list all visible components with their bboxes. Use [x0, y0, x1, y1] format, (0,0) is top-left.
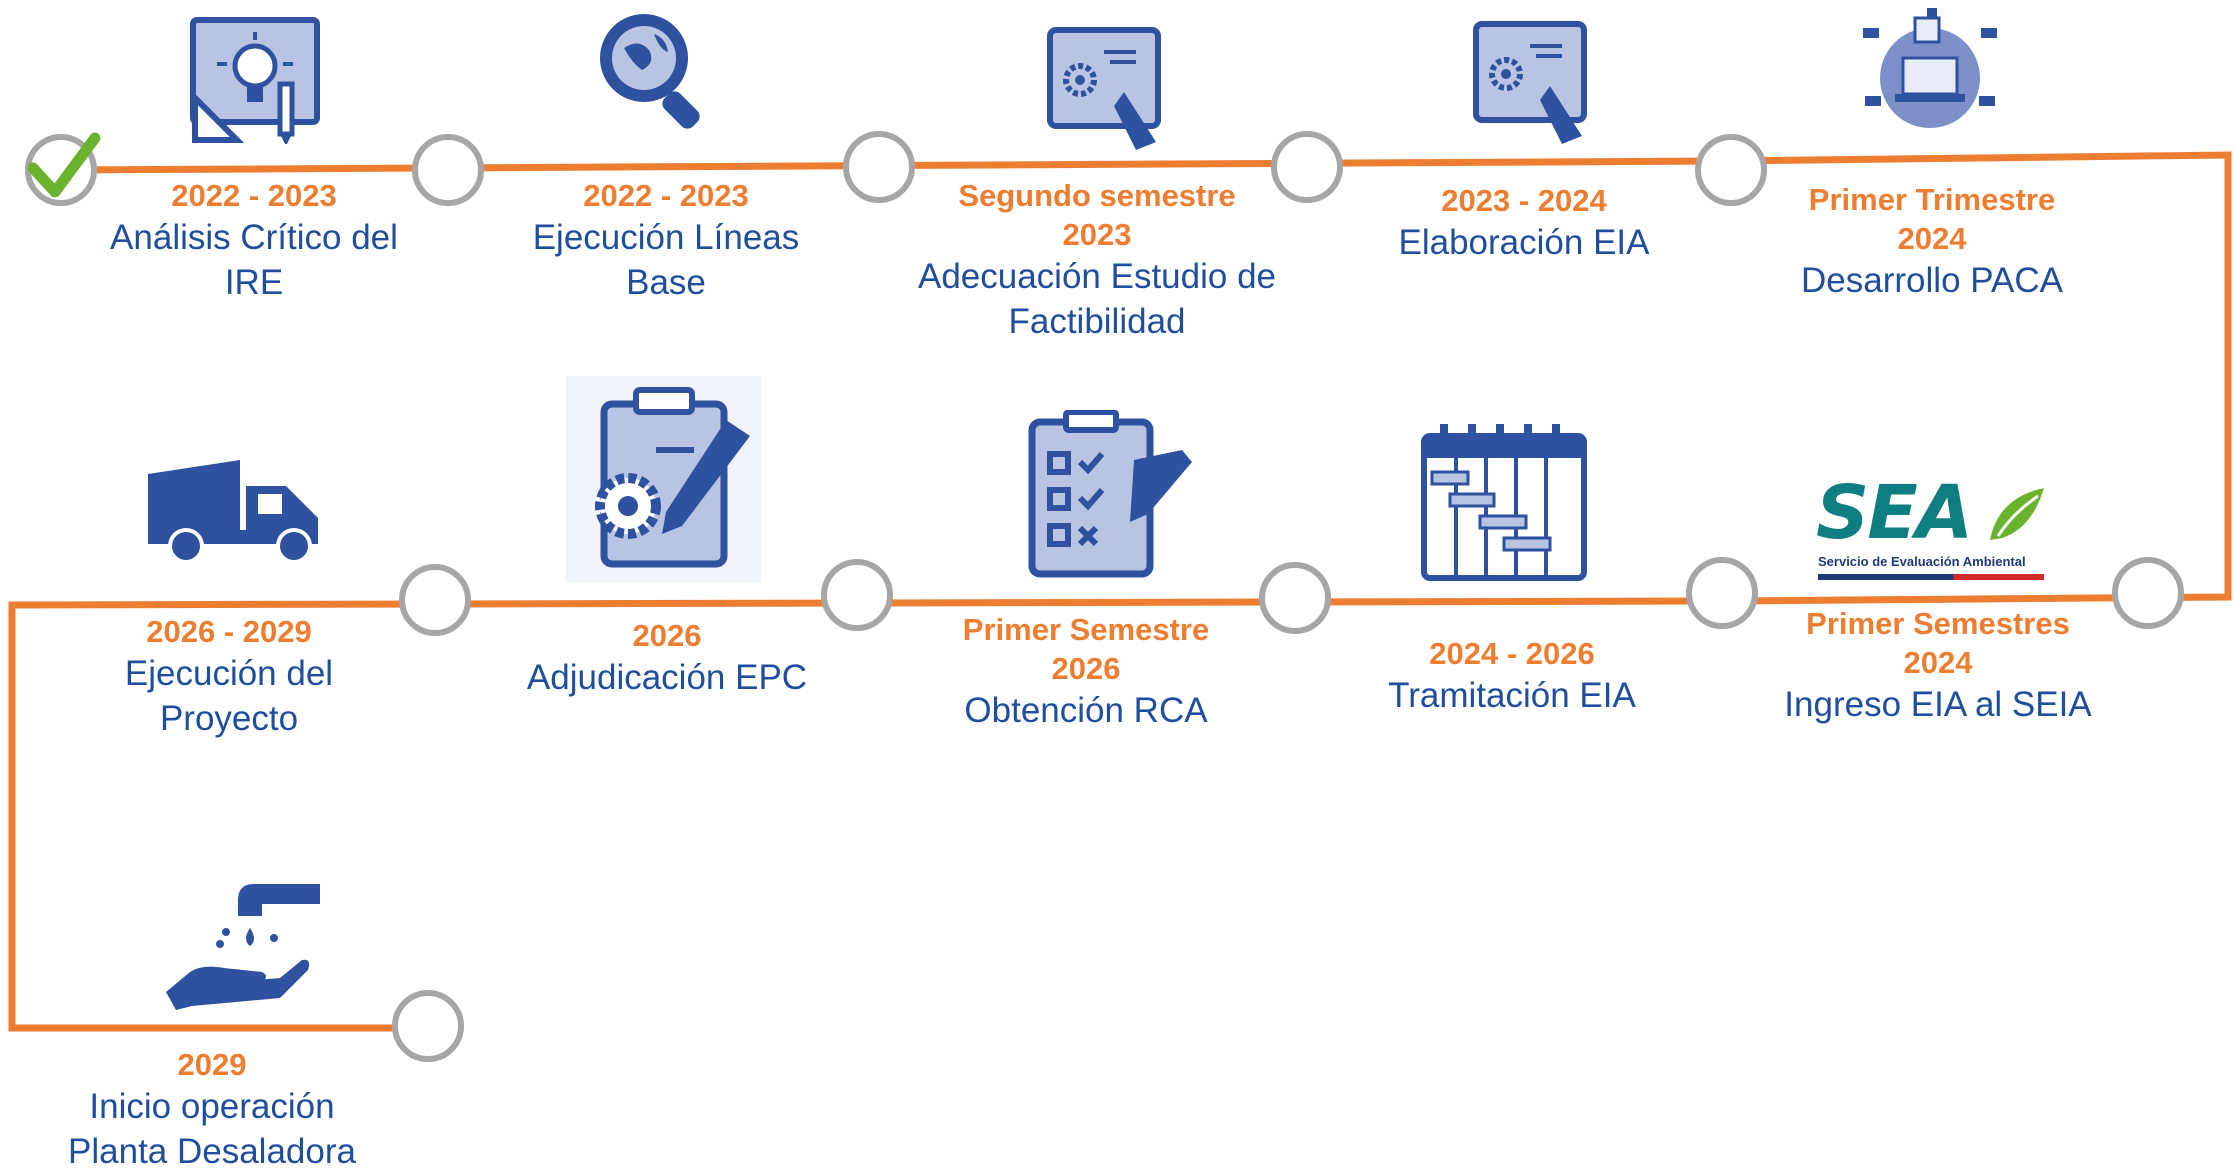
node-7 — [1686, 557, 1758, 629]
milestone-date: 2023 - 2024 — [1441, 183, 1607, 218]
milestone-1: 2022 - 2023 Análisis Crítico del IRE — [34, 176, 474, 305]
milestone-label: Desarrollo PACA — [1801, 261, 2063, 300]
timeline-nodes — [25, 131, 2184, 1062]
milestone-date: Primer Trimestre 2024 — [1808, 182, 2056, 256]
milestone-date: 2024 - 2026 — [1429, 636, 1595, 671]
milestone-label: Obtención RCA — [964, 691, 1208, 730]
milestone-date: 2022 - 2023 — [171, 178, 337, 213]
milestone-label: Análisis Crítico del IRE — [110, 218, 398, 302]
milestone-10: 2026 - 2029 Ejecución del Proyecto — [9, 612, 449, 741]
blueprint-drafting-icon — [1473, 21, 1587, 144]
node-10 — [399, 564, 471, 636]
milestone-date: 2022 - 2023 — [583, 178, 749, 213]
milestone-label: Ingreso EIA al SEIA — [1784, 685, 2092, 724]
blueprint-idea-icon — [190, 17, 320, 144]
milestone-date: 2026 — [632, 618, 702, 653]
sea-logo-stripe — [1818, 574, 2044, 580]
magnifier-globe-icon — [600, 14, 700, 129]
water-tap-hand-icon — [166, 884, 320, 1010]
milestone-9: 2026 Adjudicación EPC — [447, 616, 887, 700]
milestone-label: Elaboración EIA — [1398, 223, 1650, 262]
gantt-calendar-icon — [1421, 424, 1587, 581]
sea-logo-text: SEA — [1816, 470, 1973, 556]
milestone-7: 2024 - 2026 Tramitación EIA — [1292, 634, 1732, 718]
node-4 — [1271, 131, 1343, 203]
node-11 — [392, 990, 464, 1062]
milestone-date: 2026 - 2029 — [146, 614, 312, 649]
milestone-label: Inicio operación Planta Desaladora — [68, 1087, 356, 1171]
milestone-label: Adjudicación EPC — [526, 658, 808, 697]
checklist-clipboard-icon — [1028, 410, 1192, 578]
node-2 — [412, 134, 484, 206]
milestone-label: Ejecución del Proyecto — [124, 654, 334, 738]
milestone-6: Primer Semestres 2024 Ingreso EIA al SEI… — [1718, 604, 2158, 727]
check-icon — [27, 132, 101, 198]
timeline-line — [8, 151, 2232, 1032]
node-6 — [2112, 557, 2184, 629]
milestone-8: Primer Semestre 2026 Obtención RCA — [866, 610, 1306, 733]
milestone-label: Ejecución Líneas Base — [532, 218, 800, 302]
milestone-11: 2029 Inicio operación Planta Desaladora — [0, 1045, 432, 1174]
clipboard-gear-icon — [566, 376, 761, 582]
laptop-meeting-icon — [1863, 8, 1997, 128]
sea-logo-icon: SEA Servicio de Evaluación Ambiental — [1812, 470, 2052, 584]
milestone-date: 2029 — [177, 1047, 247, 1082]
milestone-label: Adecuación Estudio de Factibilidad — [917, 257, 1277, 341]
milestone-date: Segundo semestre 2023 — [958, 178, 1236, 252]
node-3 — [843, 131, 915, 203]
milestone-5: Primer Trimestre 2024 Desarrollo PACA — [1712, 180, 2152, 303]
node-5 — [1695, 134, 1767, 206]
milestone-date: Primer Semestre 2026 — [962, 612, 1210, 686]
milestone-date: Primer Semestres 2024 — [1806, 606, 2070, 680]
dump-truck-icon — [148, 460, 318, 564]
node-9 — [821, 559, 893, 631]
milestone-label: Tramitación EIA — [1388, 676, 1636, 715]
sea-leaf-icon — [1990, 488, 2044, 540]
milestone-3: Segundo semestre 2023 Adecuación Estudio… — [877, 176, 1317, 344]
node-8 — [1259, 562, 1331, 634]
milestone-2: 2022 - 2023 Ejecución Líneas Base — [446, 176, 886, 305]
milestone-4: 2023 - 2024 Elaboración EIA — [1304, 181, 1744, 265]
sea-logo-subtitle: Servicio de Evaluación Ambiental — [1818, 554, 2026, 569]
blueprint-drafting-icon — [1047, 27, 1161, 150]
